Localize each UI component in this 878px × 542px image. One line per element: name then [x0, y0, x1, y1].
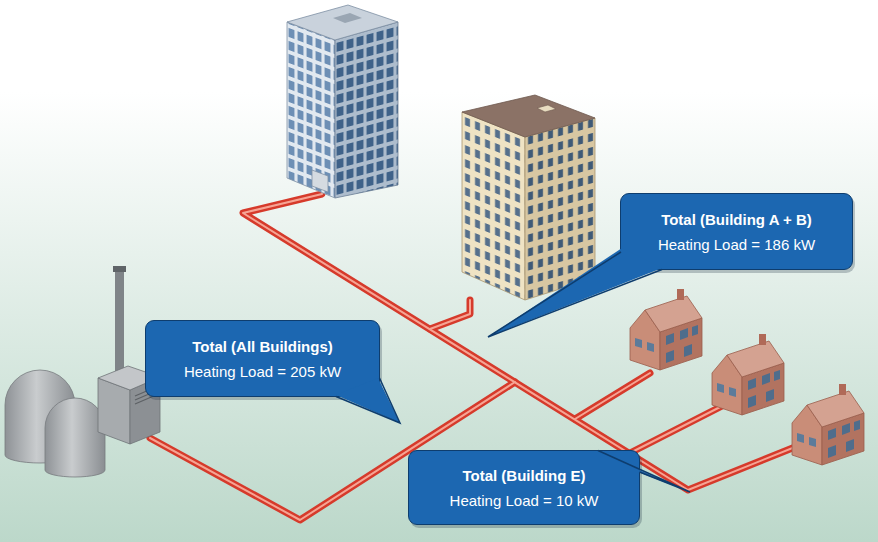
office-building: [287, 5, 398, 198]
callout-value: Heating Load = 10 kW: [450, 491, 599, 510]
callout-heading: Total (Building A + B): [661, 210, 812, 229]
callout-box: Total (Building E) Heating Load = 10 kW: [408, 450, 640, 525]
apartment-building: [462, 95, 595, 300]
callout-value: Heating Load = 186 kW: [658, 235, 815, 254]
callout-value: Heating Load = 205 kW: [184, 362, 341, 381]
heating-plant: [5, 266, 160, 477]
callout-heading: Total (All Buildings): [192, 337, 333, 356]
callout-box: Total (Building A + B) Heating Load = 186…: [620, 193, 853, 270]
callout-box: Total (All Buildings) Heating Load = 205 …: [145, 320, 380, 397]
houses: [630, 289, 864, 465]
callout-heading: Total (Building E): [462, 466, 585, 485]
